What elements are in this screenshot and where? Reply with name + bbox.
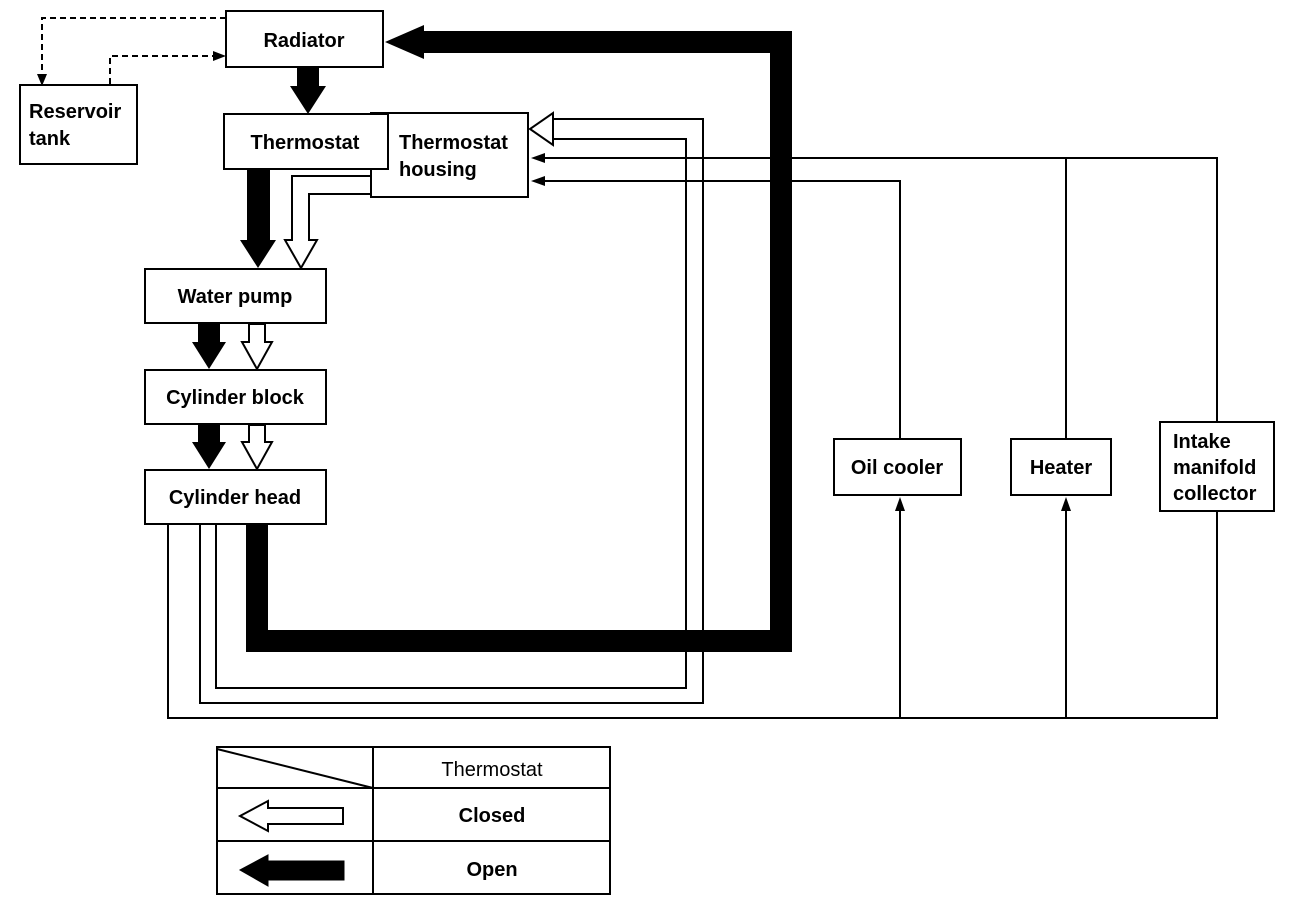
stack-flow-arrows	[192, 68, 371, 472]
water-pump-label: Water pump	[178, 286, 293, 308]
pump-to-block-closed-arrow	[240, 323, 274, 372]
oil-cooler-label: Oil cooler	[851, 457, 943, 479]
component-thermostat-housing: Thermostat housing	[370, 112, 529, 198]
reservoir-to-radiator-arrow	[213, 51, 226, 61]
heater-feed-arrow	[1061, 497, 1071, 511]
heater-label: Heater	[1030, 457, 1092, 479]
intake-manifold-collector-label-line1: Intake	[1173, 431, 1231, 453]
bypass-pipe-outer-wall	[199, 118, 704, 704]
component-cylinder-head: Cylinder head	[144, 469, 327, 525]
component-heater: Heater	[1010, 438, 1112, 496]
collector-return-line	[544, 157, 1218, 422]
block-to-head-open-arrow	[192, 425, 226, 469]
component-oil-cooler: Oil cooler	[833, 438, 962, 496]
housing-to-pump-closed-arrow	[283, 175, 371, 271]
radiator-to-thermostat-open-arrow	[290, 68, 326, 114]
thermostat-label: Thermostat	[251, 132, 360, 154]
legend-header-diagonal	[216, 748, 374, 789]
reservoir-to-radiator-line	[109, 55, 214, 84]
bypass-closed-arrow	[528, 111, 554, 147]
component-reservoir-tank: Reservoir tank	[19, 84, 138, 165]
radiator-to-reservoir-line	[41, 17, 226, 76]
cylinder-head-label: Cylinder head	[169, 487, 301, 509]
legend-open-label: Open	[466, 859, 517, 881]
legend-closed-arrow	[237, 799, 344, 833]
pump-to-block-open-arrow	[192, 324, 226, 369]
return-arrow-lower	[531, 176, 545, 186]
main-return-pipe	[246, 31, 792, 652]
oil-cooler-return-line	[544, 180, 901, 438]
reservoir-tank-label-line2: tank	[29, 128, 71, 150]
main-coolant-circuit	[246, 25, 792, 652]
intake-manifold-collector-label-line2: manifold	[1173, 457, 1256, 479]
intake-manifold-collector-label-line3: collector	[1173, 483, 1257, 505]
legend-header-label: Thermostat	[441, 759, 543, 781]
component-radiator: Radiator	[225, 10, 384, 68]
thermostat-to-pump-open-arrow	[240, 170, 276, 268]
cylinder-block-label: Cylinder block	[166, 387, 305, 409]
auxiliary-coolant-lines	[167, 111, 1218, 719]
oil-cooler-feed-arrow	[895, 497, 905, 511]
return-arrow-upper	[531, 153, 545, 163]
component-intake-manifold-collector: Intake manifold collector	[1159, 421, 1275, 512]
component-cylinder-block: Cylinder block	[144, 369, 327, 425]
legend-open-arrow	[238, 854, 345, 887]
reservoir-lines	[37, 17, 226, 86]
radiator-to-reservoir-arrow	[37, 74, 47, 86]
legend-table: Thermostat Closed Open	[216, 746, 611, 895]
legend-closed-label: Closed	[459, 805, 526, 827]
thermostat-housing-label-line2: housing	[399, 159, 477, 181]
component-water-pump: Water pump	[144, 268, 327, 324]
return-line-outer	[167, 512, 1218, 719]
radiator-inlet-arrow	[385, 25, 424, 59]
radiator-label: Radiator	[263, 30, 344, 52]
bypass-pipe-inner-wall	[215, 138, 687, 689]
component-thermostat: Thermostat	[223, 113, 389, 170]
block-to-head-closed-arrow	[240, 424, 274, 472]
thermostat-housing-label-line1: Thermostat	[399, 132, 508, 154]
reservoir-tank-label-line1: Reservoir	[29, 101, 121, 123]
